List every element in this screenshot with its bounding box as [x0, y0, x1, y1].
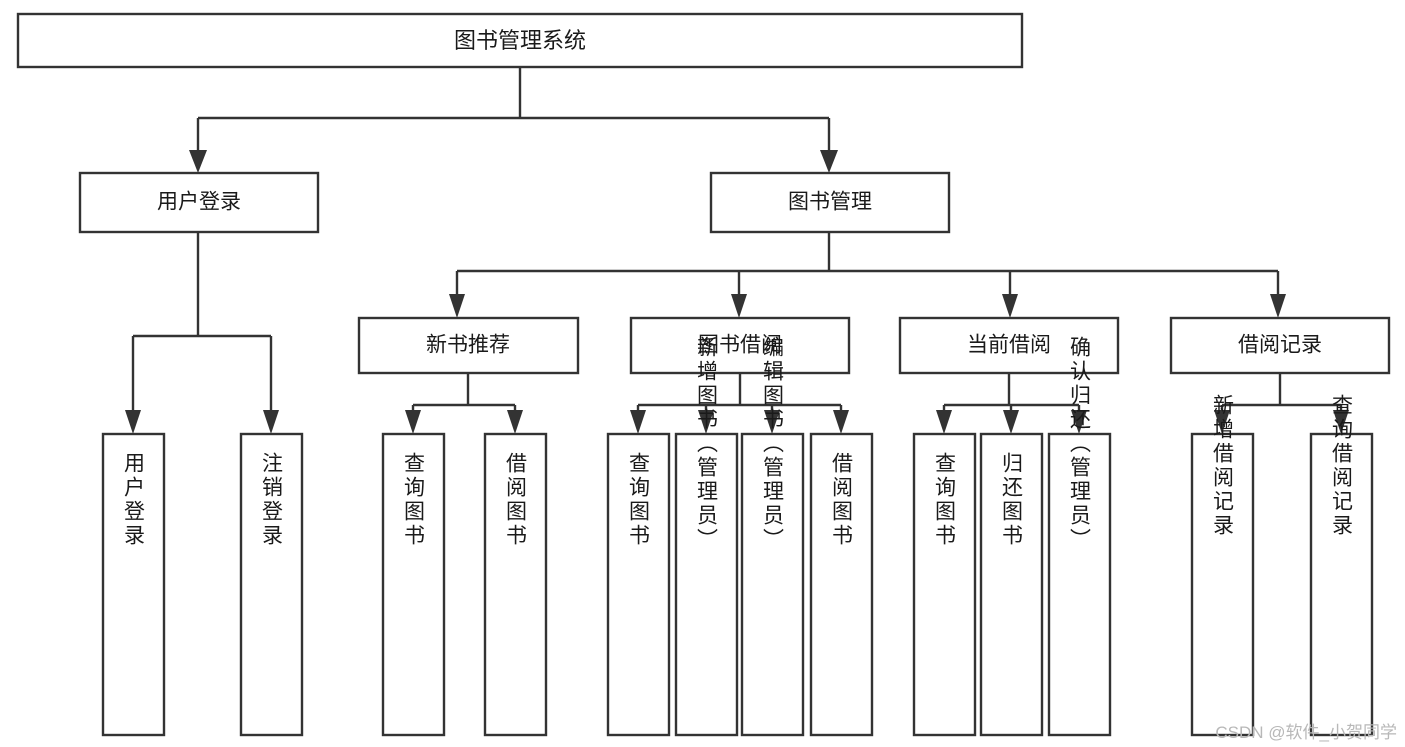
leaf-borrow-record-query-box[interactable]: [1309, 432, 1374, 737]
node-book-borrow[interactable]: 图书借阅: [629, 316, 851, 375]
arrow-head-borrow-record: [1270, 294, 1286, 318]
leaf-book-borrow-add-box[interactable]: [674, 432, 739, 737]
node-user-login-label: 用户登录: [157, 191, 241, 214]
node-user-login[interactable]: 用户登录: [78, 171, 320, 234]
node-book-manage-label: 图书管理: [788, 191, 872, 214]
leaf-book-borrow-borrow-box[interactable]: [809, 432, 874, 737]
arrow-head-br-leaf-add-record: [1214, 410, 1230, 434]
leaf-new-book-borrow[interactable]: 借阅图书: [483, 432, 548, 737]
arrow-head-nb-leaf-query-book: [405, 410, 421, 434]
connector-group: [125, 67, 1349, 434]
node-current-borrow[interactable]: 当前借阅: [898, 316, 1120, 375]
leaf-borrow-record-query-label: 查询借阅记录: [1330, 394, 1354, 538]
arrow-head-bb-leaf-query-book: [630, 410, 646, 434]
node-root-box[interactable]: [16, 12, 1024, 69]
leaf-user-login-logout-box[interactable]: [239, 432, 304, 737]
leaf-book-borrow-query-label: 查询图书: [627, 452, 651, 548]
node-book-borrow-box[interactable]: [629, 316, 851, 375]
node-new-book-recommend-label: 新书推荐: [426, 334, 510, 357]
leaf-borrow-record-add[interactable]: 新增借阅记录: [1190, 394, 1255, 737]
leaf-borrow-record-add-box[interactable]: [1190, 432, 1255, 737]
node-borrow-record-box[interactable]: [1169, 316, 1391, 375]
leaf-book-borrow-add[interactable]: 新增图书（管理员）: [674, 336, 739, 737]
leaf-book-borrow-edit-label: 编辑图书（管理员）: [761, 336, 785, 552]
leaf-user-login-login-box[interactable]: [101, 432, 166, 737]
leaf-current-borrow-confirm[interactable]: 确认归还（管理员）: [1047, 336, 1112, 737]
leaf-new-book-borrow-label: 借阅图书: [504, 452, 528, 548]
leaf-borrow-record-add-label: 新增借阅记录: [1211, 394, 1235, 538]
leaf-book-borrow-query-box[interactable]: [606, 432, 671, 737]
leaf-book-borrow-edit-box[interactable]: [740, 432, 805, 737]
leaf-new-book-borrow-box[interactable]: [483, 432, 548, 737]
arrow-head-nb-leaf-borrow-book: [507, 410, 523, 434]
node-book-manage[interactable]: 图书管理: [709, 171, 951, 234]
leaf-book-borrow-add-label: 新增图书（管理员）: [695, 336, 719, 552]
leaf-current-borrow-query-label: 查询图书: [933, 452, 957, 548]
node-current-borrow-box[interactable]: [898, 316, 1120, 375]
arrow-head-new-book-recommend: [449, 294, 465, 318]
arrow-head-bb-leaf-edit-book: [764, 410, 780, 434]
arrow-head-leaf-user-login: [125, 410, 141, 434]
leaf-borrow-record-query[interactable]: 查询借阅记录: [1309, 394, 1374, 737]
node-root-label: 图书管理系统: [454, 28, 586, 53]
arrow-head-br-leaf-query-record: [1333, 410, 1349, 434]
node-user-login-box[interactable]: [78, 171, 320, 234]
leaf-book-borrow-query[interactable]: 查询图书: [606, 432, 671, 737]
arrow-head-cb-leaf-return-book: [1003, 410, 1019, 434]
leaf-user-login-login-label: 用户登录: [122, 452, 146, 548]
node-current-borrow-label: 当前借阅: [967, 334, 1051, 357]
leaf-book-borrow-edit[interactable]: 编辑图书（管理员）: [740, 336, 805, 737]
arrow-head-book-manage: [820, 150, 838, 173]
arrow-head-cb-leaf-query-book: [936, 410, 952, 434]
leaf-new-book-query-box[interactable]: [381, 432, 446, 737]
leaf-current-borrow-confirm-box[interactable]: [1047, 432, 1112, 737]
node-book-manage-box[interactable]: [709, 171, 951, 234]
node-borrow-record[interactable]: 借阅记录: [1169, 316, 1391, 375]
arrow-head-cb-leaf-confirm-return: [1071, 410, 1087, 434]
leaf-current-borrow-return[interactable]: 归还图书: [979, 432, 1044, 737]
arrow-head-book-borrow: [731, 294, 747, 318]
leaf-book-borrow-borrow-label: 借阅图书: [830, 452, 854, 548]
leaf-user-login-logout-label: 注销登录: [260, 452, 284, 548]
leaf-user-login-login[interactable]: 用户登录: [101, 432, 166, 737]
node-new-book-recommend-box[interactable]: [357, 316, 580, 375]
node-new-book-recommend[interactable]: 新书推荐: [357, 316, 580, 375]
node-borrow-record-label: 借阅记录: [1238, 334, 1322, 357]
node-book-borrow-label: 图书借阅: [698, 334, 782, 357]
csdn-watermark: CSDN @软件_小贺同学: [1215, 723, 1397, 742]
leaf-new-book-query-label: 查询图书: [402, 452, 426, 548]
arrow-head-leaf-logout: [263, 410, 279, 434]
arrow-head-bb-leaf-add-book: [698, 410, 714, 434]
node-root[interactable]: 图书管理系统: [16, 12, 1024, 69]
leaf-current-borrow-query[interactable]: 查询图书: [912, 432, 977, 737]
arrow-head-bb-leaf-borrow-book: [833, 410, 849, 434]
arrow-head-current-borrow: [1002, 294, 1018, 318]
leaf-current-borrow-return-label: 归还图书: [1000, 452, 1024, 548]
leaf-current-borrow-confirm-label: 确认归还（管理员）: [1068, 336, 1092, 552]
leaf-new-book-query[interactable]: 查询图书: [381, 432, 446, 737]
leaf-current-borrow-return-box[interactable]: [979, 432, 1044, 737]
leaf-user-login-logout[interactable]: 注销登录: [239, 432, 304, 737]
leaf-book-borrow-borrow[interactable]: 借阅图书: [809, 432, 874, 737]
arrow-head-user-login: [189, 150, 207, 173]
leaf-current-borrow-query-box[interactable]: [912, 432, 977, 737]
